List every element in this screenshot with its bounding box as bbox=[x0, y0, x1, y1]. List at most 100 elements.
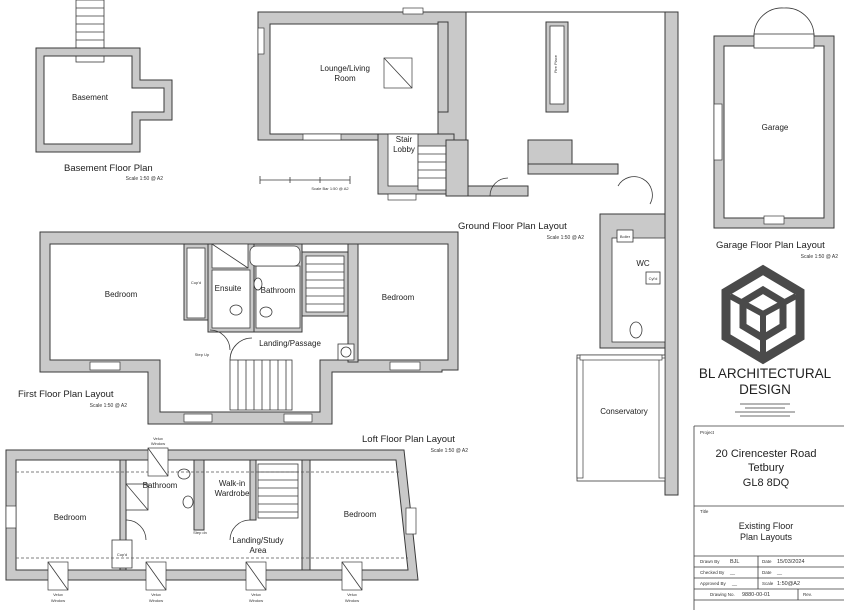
conservatory-glazing-left bbox=[576, 357, 584, 479]
loft-stairs bbox=[257, 463, 299, 519]
wc-toilet-icon bbox=[629, 321, 643, 339]
lounge-label-1: Lounge/Living bbox=[320, 64, 370, 73]
loft-walls bbox=[5, 449, 419, 581]
stair-lobby-label-2: Lobby bbox=[393, 145, 415, 154]
first-window-left bbox=[89, 361, 121, 371]
svg-text:Velux: Velux bbox=[53, 592, 63, 597]
loft-toilet bbox=[177, 468, 191, 480]
ground-floor-plan: Fire Place Boiler Cyl'd Lounge/Living Ro… bbox=[257, 7, 679, 496]
logo-line-2: DESIGN bbox=[739, 382, 791, 397]
ground-window-chimney bbox=[402, 7, 424, 15]
title-line-2: Plan Layouts bbox=[740, 532, 793, 542]
date-value: 15/03/2024 bbox=[777, 559, 805, 565]
title-line-1: Existing Floor bbox=[739, 521, 794, 531]
first-bath-toilet bbox=[253, 277, 263, 291]
first-bedroom-right-label: Bedroom bbox=[382, 293, 415, 302]
project-line-1: 20 Cirencester Road bbox=[716, 448, 817, 460]
ground-side-door-swing bbox=[617, 176, 653, 205]
loft-landing-label-2: Area bbox=[250, 546, 267, 555]
loft-basin bbox=[182, 495, 194, 509]
velux-window-1: Velux Window bbox=[47, 561, 69, 603]
garage-room-label: Garage bbox=[762, 123, 789, 132]
velux-window-3: Velux Window bbox=[245, 561, 267, 603]
loft-floor-plan: Loft Floor Plan Layout Scale 1:50 @ A2 C… bbox=[5, 434, 468, 603]
garage-door-swing bbox=[753, 7, 815, 37]
ground-window-left bbox=[257, 27, 265, 55]
ground-scale-bar: Scale Bar 1:50 @ A2 bbox=[259, 176, 351, 191]
ground-plan-scale: Scale 1:50 @ A2 bbox=[547, 235, 585, 241]
first-stair-treads bbox=[306, 263, 344, 305]
title-block: Project 20 Cirencester Road Tetbury GL8 … bbox=[693, 425, 844, 610]
ground-rear-wall bbox=[467, 185, 529, 197]
logo-line-1: BL ARCHITECTURAL bbox=[699, 366, 832, 381]
first-bathroom-label: Bathroom bbox=[261, 286, 296, 295]
project-line-3: GL8 8DQ bbox=[743, 477, 790, 489]
date2-label: Date bbox=[762, 570, 772, 575]
title-block-grid bbox=[694, 555, 844, 601]
first-plan-scale: Scale 1:50 @ A2 bbox=[90, 403, 128, 409]
bl-logo-icon bbox=[721, 264, 805, 365]
loft-bedroom-right-label: Bedroom bbox=[344, 510, 377, 519]
fire-place bbox=[549, 25, 565, 105]
svg-text:Velux: Velux bbox=[251, 592, 261, 597]
landing-passage-label: Landing/Passage bbox=[259, 339, 321, 348]
basement-room-label: Basement bbox=[72, 93, 109, 102]
first-stair-down-treads bbox=[237, 360, 287, 410]
drawn-by-label: Drawn By bbox=[700, 559, 720, 564]
conservatory-glazing-right bbox=[658, 357, 666, 479]
drawing-no-value: 9880-00-01 bbox=[742, 592, 770, 598]
first-window-right bbox=[389, 361, 421, 371]
first-bathtub bbox=[249, 245, 301, 267]
bl-logo: BL ARCHITECTURAL DESIGN bbox=[699, 264, 832, 417]
wc-cylinder-label: Cyl'd bbox=[649, 276, 658, 281]
basement-plan-title: Basement Floor Plan bbox=[64, 163, 153, 174]
drawing-no-label: Drawing No. bbox=[710, 592, 735, 597]
loft-wall-stair bbox=[249, 459, 257, 521]
garage-plan-title: Garage Floor Plan Layout bbox=[716, 240, 825, 251]
loft-bathroom-label: Bathroom bbox=[143, 481, 178, 490]
wc-cylinder bbox=[645, 271, 661, 285]
velux-window-top: Velux Window bbox=[147, 436, 169, 477]
ensuite-basin bbox=[229, 304, 243, 316]
loft-wall-bathroom-right bbox=[193, 459, 205, 531]
loft-wardrobe-door-swing bbox=[229, 519, 251, 541]
first-bath-basin bbox=[259, 306, 273, 318]
garage-plan: Garage Garage Floor Plan Layout Scale 1:… bbox=[713, 7, 839, 260]
checked-by-label: Checked By bbox=[700, 570, 725, 575]
velux-window-2: Velux Window bbox=[145, 561, 167, 603]
ground-passage-wall bbox=[445, 139, 469, 197]
ensuite-label: Ensuite bbox=[215, 284, 242, 293]
loft-window-right bbox=[405, 507, 417, 535]
garage-walls bbox=[713, 35, 835, 229]
approved-by-label: Approved By bbox=[700, 581, 727, 586]
boiler-cupboard bbox=[616, 229, 634, 243]
conservatory-plan: Conservatory bbox=[576, 354, 666, 482]
scale-value: 1:50@A2 bbox=[777, 581, 800, 587]
svg-text:Scale Bar 1:50 @ A2: Scale Bar 1:50 @ A2 bbox=[311, 186, 349, 191]
svg-text:Window: Window bbox=[151, 441, 165, 446]
first-cupboard-label: Cup'd bbox=[191, 280, 201, 285]
first-step-label: Step Up bbox=[195, 352, 210, 357]
first-stair-down bbox=[229, 359, 293, 411]
first-right-partition bbox=[347, 243, 359, 363]
garage-window-bottom bbox=[763, 215, 785, 225]
first-landing-cylinder bbox=[337, 343, 355, 361]
garage-plan-scale: Scale 1:50 @ A2 bbox=[801, 254, 839, 260]
svg-text:Velux: Velux bbox=[153, 436, 163, 441]
first-bathroom-room bbox=[255, 265, 301, 329]
loft-landing-label-1: Landing/Study bbox=[232, 536, 283, 545]
ground-kitchen-wall bbox=[527, 163, 619, 175]
lounge-inner-wall bbox=[437, 21, 449, 113]
walkin-label-2: Wardrobe bbox=[215, 489, 250, 498]
date-label: Date bbox=[762, 559, 772, 564]
first-floor-plan: Cup'd Step Up Bedroom Ensuite bbox=[18, 231, 459, 425]
svg-text:Window: Window bbox=[149, 598, 163, 603]
ground-stair-treads bbox=[418, 153, 446, 179]
first-cupboard bbox=[186, 247, 206, 319]
garage-window-left bbox=[713, 103, 723, 161]
scale-label: Scale bbox=[762, 581, 774, 586]
lounge-walls bbox=[257, 11, 467, 141]
ground-window-front bbox=[302, 133, 342, 141]
project-field-label: Project bbox=[700, 430, 715, 435]
loft-wall-wardrobe-right bbox=[301, 459, 311, 571]
